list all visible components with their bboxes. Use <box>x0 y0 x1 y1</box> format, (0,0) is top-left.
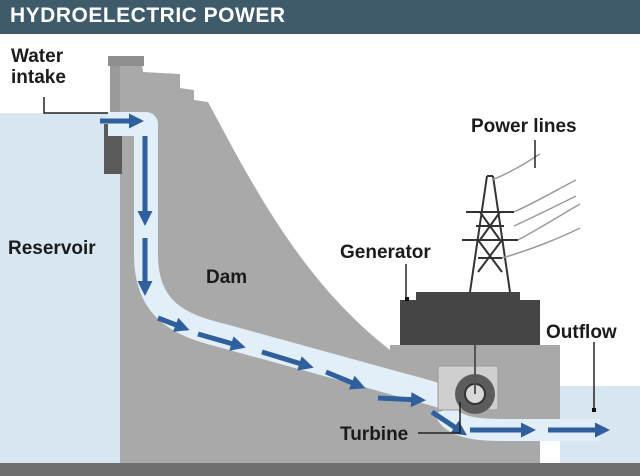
title-bar: HYDROELECTRIC POWER <box>0 0 640 34</box>
label-power-lines: Power lines <box>471 116 577 137</box>
label-dam: Dam <box>206 267 248 288</box>
label-outflow: Outflow <box>546 322 617 343</box>
ground <box>0 463 640 476</box>
leader-lines <box>43 97 595 434</box>
intake-cap <box>108 56 144 66</box>
intake-gate <box>110 62 120 134</box>
diagram-title: HYDROELECTRIC POWER <box>10 4 286 27</box>
reservoir-water <box>0 113 124 463</box>
label-turbine: Turbine <box>340 424 409 445</box>
generator-block <box>400 292 540 345</box>
label-water-intake-line1: Water <box>11 46 64 67</box>
power-lines <box>491 153 581 259</box>
label-generator: Generator <box>340 242 431 263</box>
flow-arrows <box>100 113 610 438</box>
label-water-intake-line2: intake <box>11 67 66 88</box>
leader-dots <box>405 297 596 412</box>
pylon <box>462 175 518 293</box>
label-reservoir: Reservoir <box>8 238 96 259</box>
label-water-intake: Water intake <box>11 46 66 88</box>
intake-block <box>104 124 122 174</box>
